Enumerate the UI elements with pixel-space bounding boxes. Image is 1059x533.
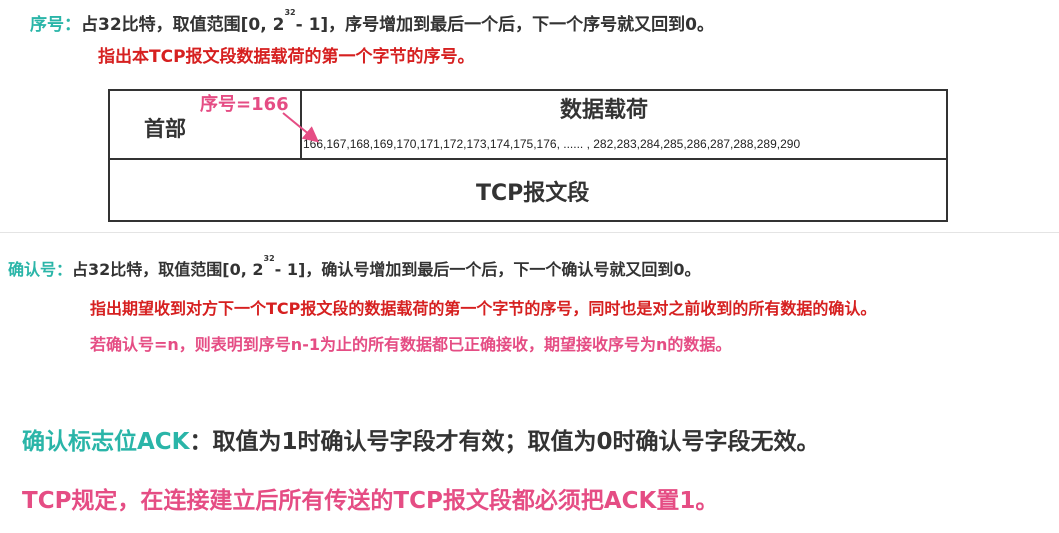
- tcp-segment-box: [108, 89, 948, 222]
- segment-horizontal-divider: [108, 158, 948, 160]
- ack-colon: ：: [56, 260, 73, 279]
- ack-label: 确认号: [8, 260, 57, 279]
- payload-byte-sequence: 166,167,168,169,170,171,172,173,174,175,…: [303, 137, 801, 151]
- ack-meaning-2: 若确认号=n，则表明到序号n-1为止的所有数据都已正确接收，期望接收序号为n的数…: [90, 335, 732, 354]
- section-separator: [0, 232, 1059, 233]
- ack-desc-b: - 1]，确认号增加到最后一个后，下一个确认号就又回到0。: [274, 260, 701, 279]
- ack-flag-desc: ：取值为1时确认号字段才有效；取值为0时确认号字段无效。: [189, 429, 820, 455]
- seq-exponent: 32: [284, 8, 296, 17]
- ack-meaning-1: 指出期望收到对方下一个TCP报文段的数据载荷的第一个字节的序号，同时也是对之前收…: [90, 299, 877, 318]
- seq-callout: 序号=166: [200, 94, 289, 115]
- ack-flag-description: 确认标志位ACK：取值为1时确认号字段才有效；取值为0时确认号字段无效。: [22, 422, 820, 456]
- header-payload-divider: [300, 89, 302, 159]
- ack-flag-label: 确认标志位ACK: [22, 429, 190, 455]
- ack-exponent: 32: [263, 254, 275, 263]
- seq-label: 序号: [30, 15, 64, 35]
- seq-desc-a: 占32比特，取值范围[0, 2: [81, 15, 285, 35]
- seq-number-description: 序号：占32比特，取值范围[0, 232- 1]，序号增加到最后一个后，下一个序…: [30, 8, 715, 35]
- seq-meaning: 指出本TCP报文段数据载荷的第一个字节的序号。: [98, 47, 475, 67]
- ack-rule: TCP规定，在连接建立后所有传送的TCP报文段都必须把ACK置1。: [22, 488, 719, 514]
- tcp-segment-label: TCP报文段: [476, 181, 590, 206]
- header-label: 首部: [144, 117, 186, 141]
- ack-desc-a: 占32比特，取值范围[0, 2: [72, 260, 264, 279]
- seq-colon: ：: [64, 15, 81, 35]
- ack-number-description: 确认号：占32比特，取值范围[0, 232- 1]，确认号增加到最后一个后，下一…: [8, 254, 701, 280]
- seq-desc-b: - 1]，序号增加到最后一个后，下一个序号就又回到0。: [295, 15, 715, 35]
- payload-label: 数据载荷: [560, 98, 649, 123]
